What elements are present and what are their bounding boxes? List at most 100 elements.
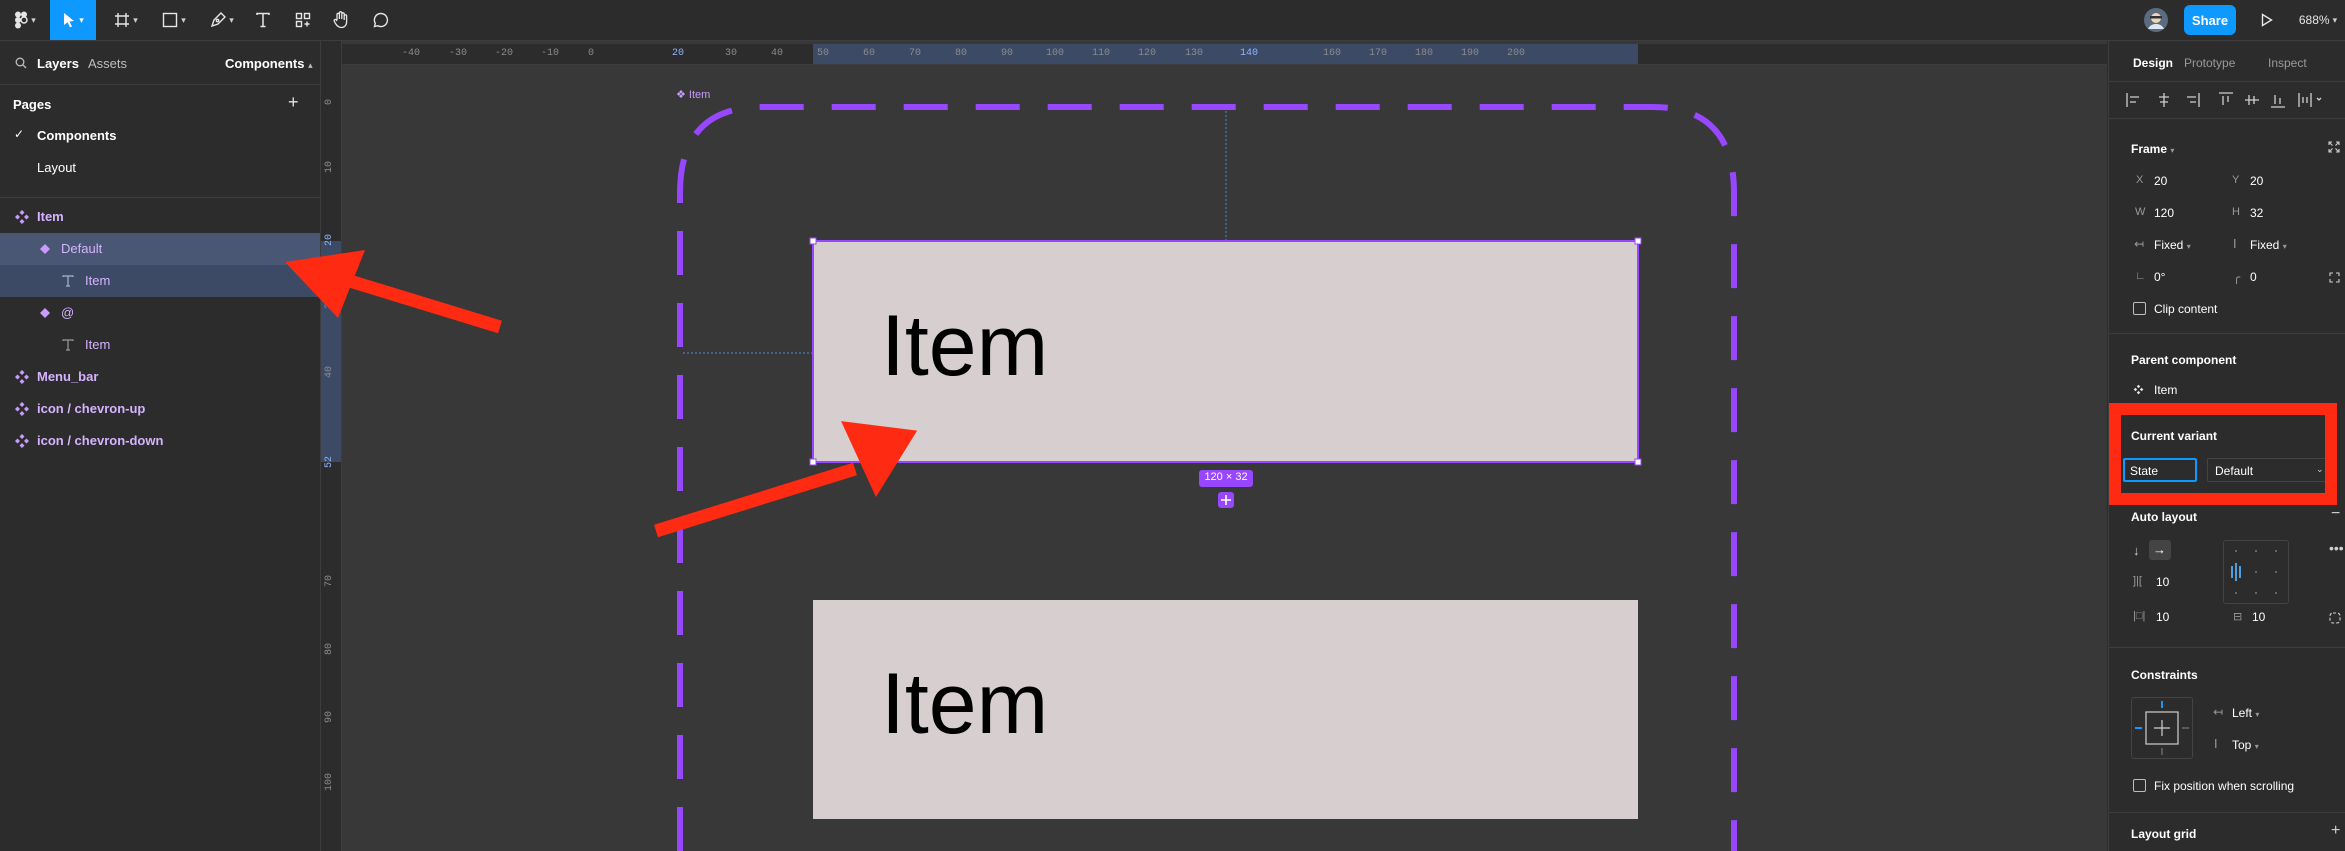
add-layout-grid-icon[interactable]: + [2331, 822, 2341, 839]
rotation-field[interactable]: 0° [2154, 270, 2166, 284]
divider [2109, 647, 2345, 648]
alignment-toolbar[interactable] [2125, 90, 2343, 110]
resize-to-fit-icon[interactable] [2328, 141, 2340, 153]
frame-section-title[interactable]: Frame ▾ [2131, 142, 2175, 156]
layer-item-text[interactable]: Item [0, 265, 320, 297]
layer-item-text[interactable]: Item [0, 329, 320, 361]
align-right-icon [2187, 93, 2200, 107]
corner-radius-icon: ╭ [2233, 270, 2241, 284]
pen-tool-icon[interactable]: ▾ [204, 0, 240, 40]
fix-position-checkbox[interactable] [2133, 779, 2146, 792]
comment-tool-icon[interactable] [368, 0, 394, 40]
present-icon[interactable] [2254, 0, 2280, 40]
parent-component-link[interactable]: Item [2154, 383, 2178, 397]
canvas[interactable]: ❖ Item Item Item 120 × 32 [321, 41, 2107, 851]
align-top-icon [2219, 92, 2233, 105]
layer-item-menu-bar[interactable]: Menu_bar [0, 361, 320, 393]
corner-radius-field[interactable]: 0 [2250, 270, 2257, 284]
current-page-label: Components [225, 56, 305, 71]
move-tool-icon[interactable]: ▾ [50, 0, 96, 40]
clip-content-label: Clip content [2154, 302, 2218, 316]
vertical-resizing-dropdown[interactable]: Fixed ▾ [2250, 238, 2287, 252]
horizontal-padding-field[interactable]: 10 [2156, 610, 2170, 624]
layer-item-at-variant[interactable]: @ [0, 297, 320, 329]
search-icon[interactable] [15, 57, 27, 69]
remove-auto-layout-icon[interactable]: − [2331, 505, 2341, 522]
layer-item-component-set[interactable]: Item [0, 201, 320, 233]
component-set-frame [677, 104, 1737, 851]
hand-tool-icon[interactable] [328, 0, 354, 40]
tab-design[interactable]: Design [2133, 56, 2174, 70]
avatar[interactable] [2143, 0, 2169, 40]
layer-label: Item [85, 273, 111, 288]
share-button[interactable]: Share [2184, 5, 2236, 35]
ruler-tick: 40 [771, 48, 784, 59]
y-field[interactable]: 20 [2250, 174, 2264, 188]
auto-layout-title: Auto layout [2131, 510, 2197, 524]
tab-prototype[interactable]: Prototype [2184, 56, 2236, 70]
layer-item-chevron-down[interactable]: icon / chevron-down [0, 425, 320, 457]
top-toolbar: ▾ ▾ ▾ ▾ ▾ Share 688%▾ [0, 0, 2345, 41]
tab-assets[interactable]: Assets [88, 56, 128, 71]
x-field[interactable]: 20 [2154, 174, 2168, 188]
align-center-v-icon [2245, 95, 2259, 105]
horizontal-padding-icon: |□| [2133, 610, 2146, 622]
checkmark-icon: ✓ [14, 127, 25, 141]
width-field[interactable]: 120 [2154, 206, 2175, 220]
ruler-tick: 20 [672, 48, 685, 59]
tab-layers[interactable]: Layers [37, 56, 79, 71]
ruler-tick: 100 [324, 772, 335, 791]
parent-component-title: Parent component [2131, 353, 2237, 367]
independent-padding-icon[interactable] [2329, 612, 2341, 624]
ruler-tick: 180 [1415, 48, 1434, 59]
zoom-dropdown[interactable]: 688%▾ [2298, 13, 2338, 27]
vertical-padding-field[interactable]: 10 [2252, 610, 2266, 624]
vertical-direction-icon[interactable]: ↓ [2133, 543, 2140, 558]
ruler-tick: 70 [909, 48, 922, 59]
item-text-2: Item [881, 656, 1049, 752]
component-set-icon [15, 370, 29, 384]
horizontal-constraint-dropdown[interactable]: Left ▾ [2232, 706, 2260, 720]
component-set-icon [15, 210, 29, 224]
resources-icon[interactable] [290, 0, 316, 40]
ruler-tick: 90 [1001, 48, 1014, 59]
page-label: Layout [37, 160, 77, 175]
alignment-grid[interactable] [2223, 540, 2289, 604]
clip-content-checkbox[interactable] [2133, 302, 2146, 315]
more-options-icon[interactable]: ••• [2329, 540, 2344, 556]
variant-property-field[interactable]: State [2123, 458, 2197, 482]
divider [2109, 333, 2345, 334]
independent-corners-icon[interactable] [2329, 272, 2340, 283]
variant-property-label: State [2130, 464, 2159, 478]
page-item-components[interactable]: ✓ Components [0, 120, 320, 152]
vertical-padding-icon: ⊟ [2233, 611, 2243, 623]
layer-item-chevron-up[interactable]: icon / chevron-up [0, 393, 320, 425]
item-variant-default[interactable] [812, 240, 1639, 463]
horizontal-direction-button[interactable]: → [2149, 540, 2171, 560]
item-variant-at[interactable] [813, 600, 1638, 819]
layer-item-default-variant[interactable]: Default [0, 233, 320, 265]
ruler-tick: 160 [1323, 48, 1342, 59]
spacing-field[interactable]: 10 [2156, 575, 2170, 589]
text-tool-icon[interactable] [250, 0, 276, 40]
add-page-icon[interactable]: + [288, 92, 299, 112]
figma-menu-icon[interactable]: ▾ [8, 0, 42, 40]
ruler-tick: 190 [1461, 48, 1480, 59]
ruler-tick: 60 [863, 48, 876, 59]
vertical-constraint-dropdown[interactable]: Top ▾ [2232, 738, 2259, 752]
rotation-icon: ∟ [2135, 270, 2146, 282]
shape-tool-icon[interactable]: ▾ [156, 0, 192, 40]
ruler-tick: -20 [495, 48, 514, 59]
height-field[interactable]: 32 [2250, 206, 2264, 220]
frame-tool-icon[interactable]: ▾ [108, 0, 144, 40]
horizontal-resizing-dropdown[interactable]: Fixed ▾ [2154, 238, 2191, 252]
constraints-widget[interactable] [2131, 697, 2193, 759]
page-item-layout[interactable]: Layout [0, 152, 320, 184]
tab-inspect[interactable]: Inspect [2268, 56, 2307, 70]
size-badge: 120 × 32 [1204, 471, 1248, 483]
ruler-tick: -40 [402, 48, 421, 59]
component-set-icon [15, 402, 29, 416]
pages-dropdown[interactable]: Components ▴ [225, 56, 313, 71]
ruler-tick: -30 [449, 48, 468, 59]
ruler-tick: 10 [324, 160, 335, 173]
